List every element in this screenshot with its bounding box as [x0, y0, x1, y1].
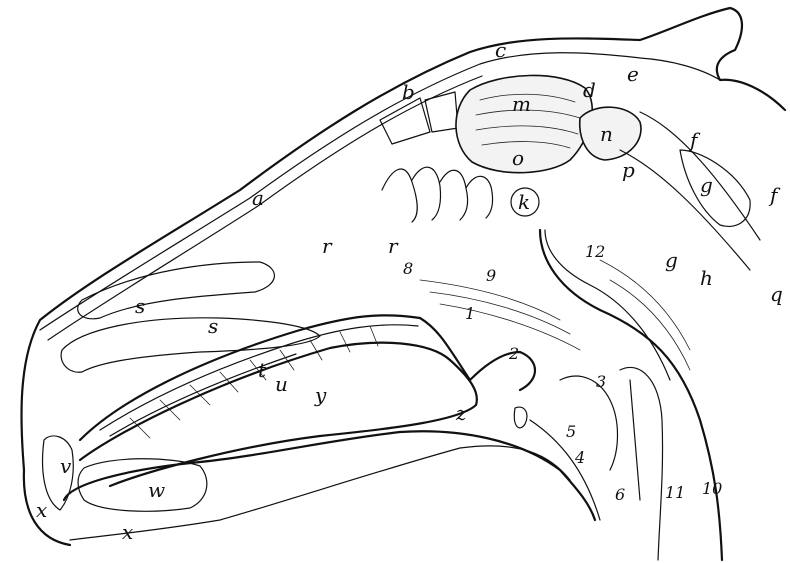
label-e: e	[627, 64, 639, 84]
mandible	[64, 431, 595, 520]
label-5: 5	[566, 424, 576, 440]
label-s-left: s	[135, 296, 145, 316]
structure-12-outline	[545, 230, 670, 380]
label-4: 4	[575, 450, 585, 466]
label-k: k	[518, 192, 530, 212]
label-m: m	[512, 94, 531, 114]
label-y: y	[315, 385, 326, 405]
label-z: z	[456, 403, 467, 423]
label-g-upper: g	[700, 175, 713, 195]
epiglottis	[514, 407, 527, 428]
forehead-bone-line	[40, 53, 720, 330]
larynx	[530, 376, 618, 520]
label-x-left: x	[36, 500, 47, 520]
trachea	[620, 367, 663, 560]
frontal-sinus	[380, 92, 458, 144]
label-x-bottom: x	[122, 522, 133, 542]
tongue	[80, 343, 477, 486]
label-o: o	[512, 148, 524, 168]
label-s-right: s	[208, 316, 218, 336]
label-h: h	[700, 268, 713, 288]
label-12: 12	[585, 244, 605, 260]
label-6: 6	[615, 487, 625, 503]
label-q: q	[770, 284, 783, 304]
label-d: d	[583, 80, 596, 100]
label-2: 2	[509, 346, 519, 362]
label-n: n	[600, 124, 613, 144]
label-u: u	[275, 374, 288, 394]
label-c: c	[495, 40, 506, 60]
label-9: 9	[486, 268, 496, 284]
muscle-hatching	[420, 260, 690, 370]
cerebrum	[456, 75, 592, 172]
label-1: 1	[465, 306, 475, 322]
mandible-inner	[70, 446, 570, 540]
vertebra-g	[680, 150, 750, 226]
label-w: w	[148, 480, 165, 500]
label-b: b	[402, 82, 415, 102]
label-a: a	[252, 188, 264, 208]
label-f-upper: f	[690, 130, 697, 150]
label-r-right: r	[388, 236, 398, 256]
ethmoid-turbinals	[382, 167, 493, 222]
label-v: v	[60, 456, 71, 476]
lower-lip	[78, 459, 207, 512]
label-r-left: r	[322, 236, 332, 256]
hard-palate	[80, 315, 420, 440]
label-10: 10	[702, 481, 722, 497]
label-f-lower: f	[770, 185, 777, 205]
dorsal-turbinate	[78, 262, 275, 319]
label-8: 8	[403, 261, 413, 277]
label-p: p	[622, 160, 635, 180]
label-t: t	[258, 360, 266, 380]
label-11: 11	[665, 485, 685, 501]
label-3: 3	[596, 374, 606, 390]
label-g-lower: g	[665, 250, 678, 270]
